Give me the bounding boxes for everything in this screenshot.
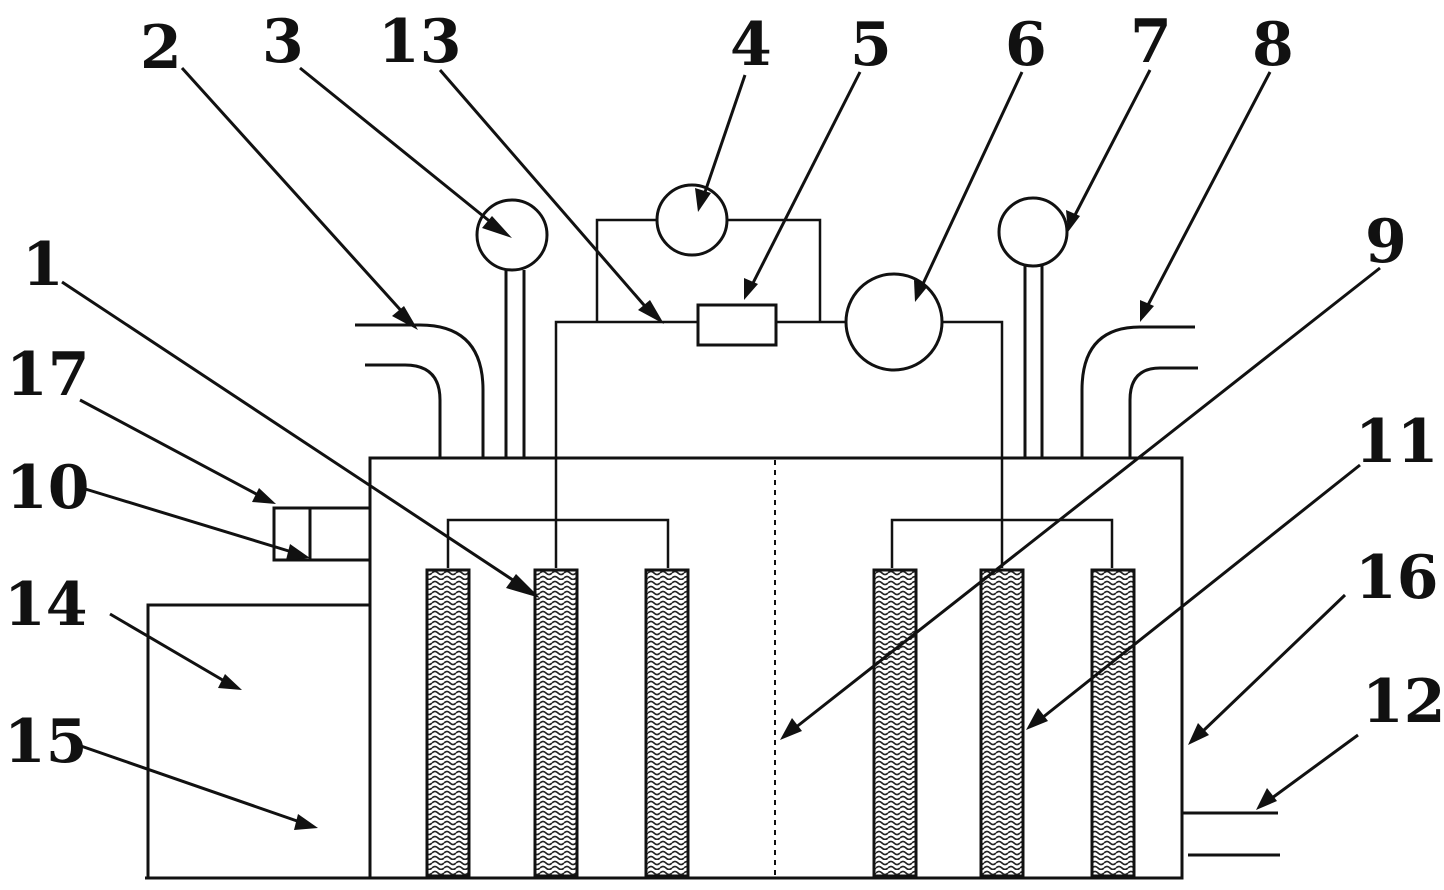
power-source-6-icon [844,272,944,372]
left-bus-bar [446,518,670,568]
port-valve-17 [272,506,312,562]
leader-14 [109,612,227,684]
leader-15 [77,743,301,824]
leader-11 [1041,463,1361,720]
electrode-right-2 [979,568,1025,878]
leader-3 [299,66,499,230]
leader-10 [81,486,293,554]
gas-pipe-right-inner [1128,366,1198,458]
meter-4-wire [595,218,657,322]
label-6: 6 [1005,10,1047,80]
gas-pipe-left-inner [365,363,442,458]
arrowhead-10 [286,544,310,560]
electrode-left-3 [644,568,690,878]
arrowhead-1 [506,574,540,598]
leader-1 [61,280,526,590]
label-2: 2 [140,13,182,83]
electrode-left-1 [425,568,471,878]
electrode-right-1 [872,568,918,878]
leader-17 [79,398,261,498]
arrowhead-6 [914,280,928,302]
meter-4-wire-right [727,218,822,322]
leader-12 [1271,733,1359,800]
gauge-7-icon [997,196,1069,268]
arrowhead-5 [744,278,758,300]
arrowhead-9 [780,718,802,740]
leader-7 [1073,69,1152,216]
arrowhead-2 [392,306,418,330]
arrowhead-4 [695,188,711,212]
label-3: 3 [262,7,304,77]
label-10: 10 [6,453,90,523]
label-8: 8 [1252,10,1294,80]
label-13: 13 [378,7,462,77]
gauge-3-icon [475,198,549,272]
arrowhead-16 [1188,723,1209,745]
label-9: 9 [1365,207,1407,277]
right-bus-bar [890,518,1114,568]
label-4: 4 [730,10,772,80]
leader-2 [180,66,407,317]
label-16: 16 [1355,543,1439,613]
arrowhead-15 [294,814,318,830]
label-17: 17 [6,340,90,410]
arrowhead-12 [1256,788,1277,810]
arrowhead-17 [252,488,276,504]
leader-8 [1146,71,1272,306]
label-12: 12 [1362,667,1444,737]
leader-16 [1200,593,1347,734]
arrowhead-11 [1026,708,1048,730]
leader-9 [794,266,1381,730]
arrowhead-13 [638,300,664,324]
side-reservoir [146,603,370,878]
resistor-5 [696,303,778,347]
leader-6 [920,71,1024,287]
arrowhead-7 [1066,210,1080,232]
electrode-right-3 [1090,568,1136,878]
leader-4 [702,74,747,196]
wire-power-to-anode [942,320,1004,568]
wire-left-to-cathode [554,320,698,568]
label-15: 15 [4,707,88,777]
leader-lines [61,66,1381,830]
label-11: 11 [1355,407,1439,477]
arrowhead-14 [218,674,242,690]
leader-13 [438,69,652,313]
electrode-left-2 [533,568,579,878]
label-14: 14 [4,570,88,640]
meter-4-icon [655,183,729,257]
gas-pipe-left-outer [355,323,485,458]
gas-pipe-right-outer [1080,325,1195,458]
leader-5 [750,71,862,286]
number-labels: 1 2 3 13 4 5 6 7 8 9 11 16 12 17 10 14 1… [4,7,1444,777]
label-5: 5 [850,10,892,80]
label-7: 7 [1130,7,1172,77]
arrowhead-8 [1140,300,1154,322]
label-1: 1 [22,230,64,300]
arrowhead-3 [482,216,512,238]
